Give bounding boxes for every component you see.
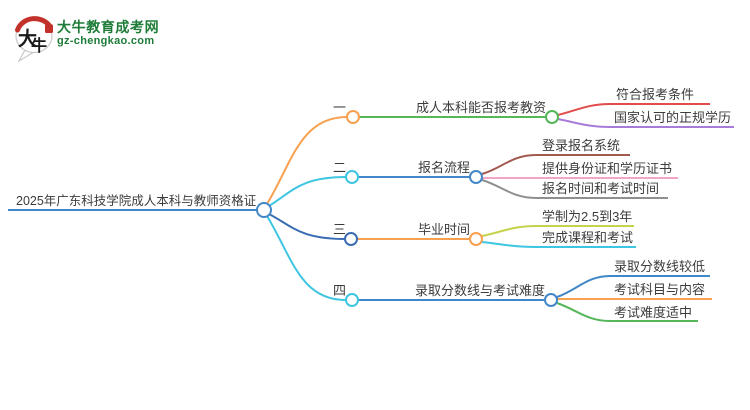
branch-1-curve <box>266 116 348 205</box>
site-logo: 大 牛 <box>15 16 53 63</box>
branch-3-topic-label: 毕业时间 <box>417 222 470 237</box>
branch-3-leaf-1: 学制为2.5到3年 <box>542 209 633 224</box>
branch-1-leaf-2-connector <box>557 118 734 128</box>
site-domain: gz-chengkao.com <box>57 35 155 47</box>
branch-3-topic-circle[interactable] <box>469 232 483 246</box>
branch-3-index-circle[interactable] <box>344 232 358 246</box>
branch-2-leaf-2: 提供身份证和学历证书 <box>542 161 673 176</box>
branch-4-leaf-2: 考试科目与内容 <box>614 282 706 297</box>
branch-2-leaf-3-connector <box>481 179 668 199</box>
branch-4-topic-circle[interactable] <box>544 293 558 307</box>
branch-1-topic-label: 成人本科能否报考教资 <box>415 100 546 115</box>
root-node-label: 2025年广东科技学院成人本科与教师资格证 <box>16 194 257 208</box>
branch-3-leaf-2: 完成课程和考试 <box>542 230 634 245</box>
branch-4-leaf-3-connector <box>556 302 698 322</box>
branch-1-leaf-1: 符合报考条件 <box>616 87 695 102</box>
branch-4-leaf-1: 录取分数线较低 <box>614 259 706 274</box>
branch-2-index-circle[interactable] <box>345 170 359 184</box>
logo-seal <box>45 24 53 33</box>
branch-3-index-label: 三 <box>333 222 347 237</box>
logo-char-niu: 牛 <box>31 36 47 55</box>
branch-1-leaf-2: 国家认可的正规学历 <box>614 110 732 125</box>
branch-4-curve <box>266 215 347 301</box>
root-circle[interactable] <box>256 202 272 218</box>
branch-3-curve <box>268 213 346 240</box>
branch-2-leaf-3: 报名时间和考试时间 <box>542 181 660 196</box>
branch-3-leaf-2-connector <box>481 241 636 248</box>
site-name: 大牛教育成考网 <box>57 19 160 35</box>
branch-4-leaf-3: 考试难度适中 <box>614 305 693 320</box>
branch-2-leaf-1-connector <box>481 154 630 175</box>
branch-3-leaf-1-connector <box>481 225 634 237</box>
logo-char-da: 大 <box>18 27 37 50</box>
logo-red-arc <box>15 16 53 33</box>
branch-2-topic-label: 报名流程 <box>417 160 470 175</box>
branch-4-leaf-1-connector <box>556 275 710 298</box>
branch-1-topic-circle[interactable] <box>545 110 559 124</box>
branch-2-topic-circle[interactable] <box>469 170 483 184</box>
branch-2-leaf-1: 登录报名系统 <box>542 138 621 153</box>
branch-4-index-circle[interactable] <box>345 293 359 307</box>
branch-2-curve <box>268 176 347 207</box>
branch-4-topic-label: 录取分数线与考试难度 <box>414 283 545 298</box>
branch-1-leaf-1-connector <box>557 103 710 116</box>
branch-2-index-label: 二 <box>333 160 347 175</box>
branch-1-index-label: 一 <box>333 100 347 115</box>
branch-4-index-label: 四 <box>333 283 347 298</box>
branch-1-index-circle[interactable] <box>346 110 360 124</box>
